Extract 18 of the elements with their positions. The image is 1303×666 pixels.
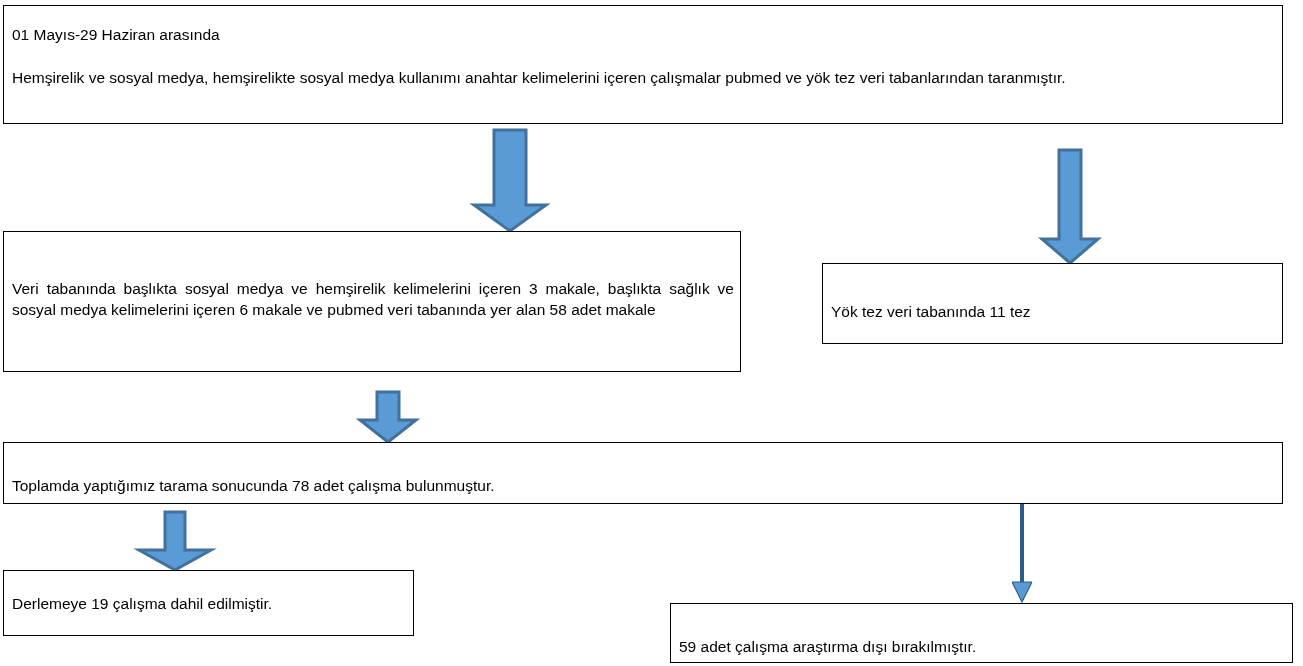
process-box [3,442,1283,504]
box-text: Toplamda yaptığımız tarama sonucunda 78 adet çalışma bulunmuştur. [12,476,496,496]
arrow [355,390,421,444]
box-text: 59 adet çalışma araştırma dışı bırakılmıştır. [679,637,978,657]
process-box [822,263,1283,344]
box-text: Derlemeye 19 çalışma dahil edilmiştir. [12,594,274,614]
arrow [1011,504,1033,603]
process-box [3,570,414,636]
arrow [133,510,217,572]
box-text: Hemşirelik ve sosyal medya, hemşirelikte sosyal medya kullanımı anahtar kelimelerini içeren çalışmalar pubmed ve yök tez veri tabanlarından taranmıştır. [12,68,1067,88]
box-text: Yök tez veri tabanında 11 tez [831,302,1032,322]
arrow [1037,148,1103,265]
process-box [3,231,741,372]
process-box [3,5,1283,124]
process-box [670,603,1293,663]
arrow [469,128,551,233]
date-heading: 01 Mayıs-29 Haziran arasında [12,25,221,45]
box-text: Veri tabanında başlıkta sosyal medya ve hemşirelik kelimelerini içeren 3 makale, başlıkta sağlık ve sosyal medya kelimelerini içeren 6 makale ve pubmed veri tabanında yer alan 58 adet makale [12,279,734,320]
